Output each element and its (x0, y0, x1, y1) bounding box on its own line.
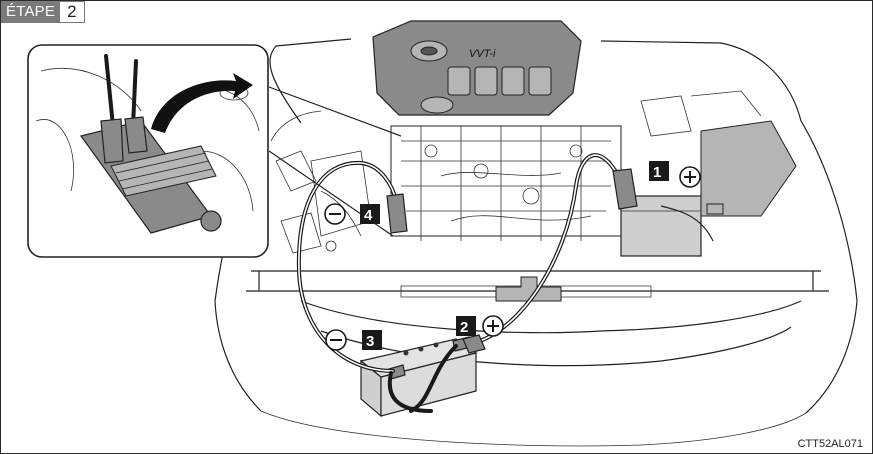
cable-clamps (386, 168, 638, 354)
callout-1-number: 1 (653, 164, 661, 181)
callout-4: 4 (324, 203, 380, 225)
car-battery-area (620, 90, 797, 257)
callout-3-number: 3 (366, 333, 374, 350)
callout-4-number: 4 (364, 207, 373, 224)
callout-2: 2 (456, 315, 504, 337)
callout-2-number: 2 (460, 319, 468, 336)
step-tag: ÉTAPE 2 (1, 1, 85, 23)
plus-icon (482, 315, 504, 337)
jumper-cables (296, 153, 623, 413)
engine-block (310, 125, 622, 241)
engine-cover-logo: VVT-i (469, 48, 496, 60)
engine-cover: VVT-i (372, 20, 582, 116)
minus-icon (324, 203, 346, 225)
plus-icon (679, 166, 701, 188)
callout-3: 3 (325, 329, 382, 351)
inset-detail (27, 44, 402, 258)
callout-1: 1 (649, 161, 701, 188)
minus-icon (325, 329, 347, 351)
step-label: ÉTAPE (1, 1, 61, 23)
figure-code: CTT52AL071 (797, 438, 863, 450)
left-engine-bay (270, 110, 337, 254)
step-number: 2 (60, 1, 85, 23)
